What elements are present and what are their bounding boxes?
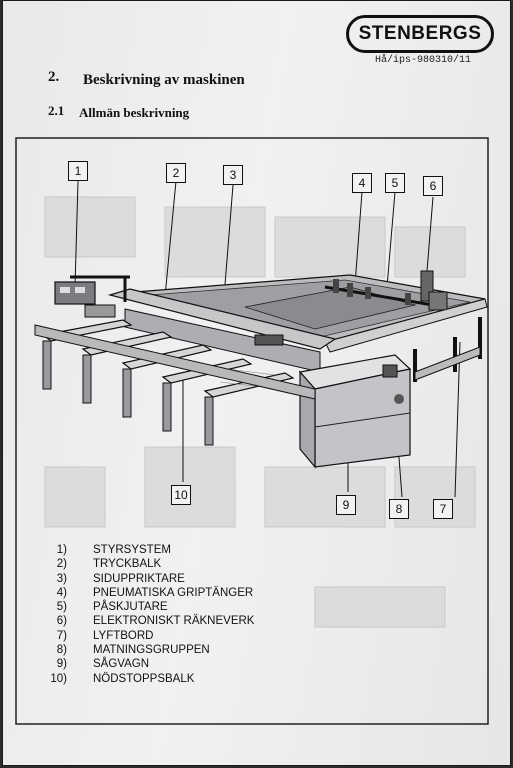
callout-9: 9 [336,495,356,515]
legend-item: 7) LYFTBORD [41,630,301,644]
legend-label: PNEUMATISKA GRIPTÄNGER [93,586,254,599]
legend-label: MATNINGSGRUPPEN [93,644,210,657]
support-legs [42,340,214,446]
legend-item: 5) PÅSKJUTARE [41,601,301,615]
callout-4: 4 [352,173,372,193]
legend-item: 9) SÅGVAGN [41,658,301,672]
document-reference: Hå/ips-980310/11 [375,55,472,66]
section-number: 2. [48,69,60,85]
legend-number: 9) [56,658,67,671]
callout-7: 7 [433,499,453,519]
subsection-number: 2.1 [48,103,65,118]
company-logo: STENBERGS [346,15,494,53]
legend-number: 10) [50,672,67,685]
legend-label: ELEKTRONISKT RÄKNEVERK [93,615,255,628]
legend-item: 2) TRYCKBALK [41,558,301,572]
legend-item: 1) STYRSYSTEM [41,544,301,558]
legend-label: TRYCKBALK [93,558,162,571]
legend-number: 7) [56,629,67,642]
legend-number: 1) [56,544,67,556]
legend-number: 2) [56,558,67,571]
section-title: Beskrivning av maskinen [83,72,245,88]
legend-number: 8) [56,644,67,657]
callout-2: 2 [166,163,186,183]
legend-item: 3) SIDUPPRIKTARE [41,573,301,587]
parts-legend: 1) STYRSYSTEM 2) TRYCKBALK 3) SIDUPPRIKTARE… [41,544,301,687]
legend-item: 10) NÖDSTOPPSBALK [41,673,301,687]
figure-frame [15,137,489,725]
callout-10: 10 [171,485,191,505]
legend-item: 8) MATNINGSGRUPPEN [41,644,301,658]
grippers [333,279,411,305]
legend-number: 3) [56,572,67,585]
panel-on-table [244,286,417,330]
callout-5: 5 [385,173,405,193]
legend-number: 5) [56,601,67,614]
legend-label: LYFTBORD [93,629,154,642]
subsection-title: Allmän beskrivning [79,105,190,120]
pressure-beam [107,288,337,350]
legend-label: SÅGVAGN [93,658,150,671]
callout-6: 6 [423,176,443,196]
callout-8: 8 [389,499,409,519]
legend-item: 4) PNEUMATISKA GRIPTÄNGER [41,587,301,601]
legend-label: NÖDSTOPPSBALK [93,672,195,685]
callout-1: 1 [68,161,88,181]
legend-item: 6) ELEKTRONISKT RÄKNEVERK [41,615,301,629]
callout-3: 3 [223,165,243,185]
legend-label: PÅSKJUTARE [93,601,168,614]
legend-label: STYRSYSTEM [93,544,171,556]
leader-lines [74,180,461,498]
legend-number: 6) [56,615,67,628]
legend-label: SIDUPPRIKTARE [93,572,185,585]
legend-number: 4) [56,586,67,599]
